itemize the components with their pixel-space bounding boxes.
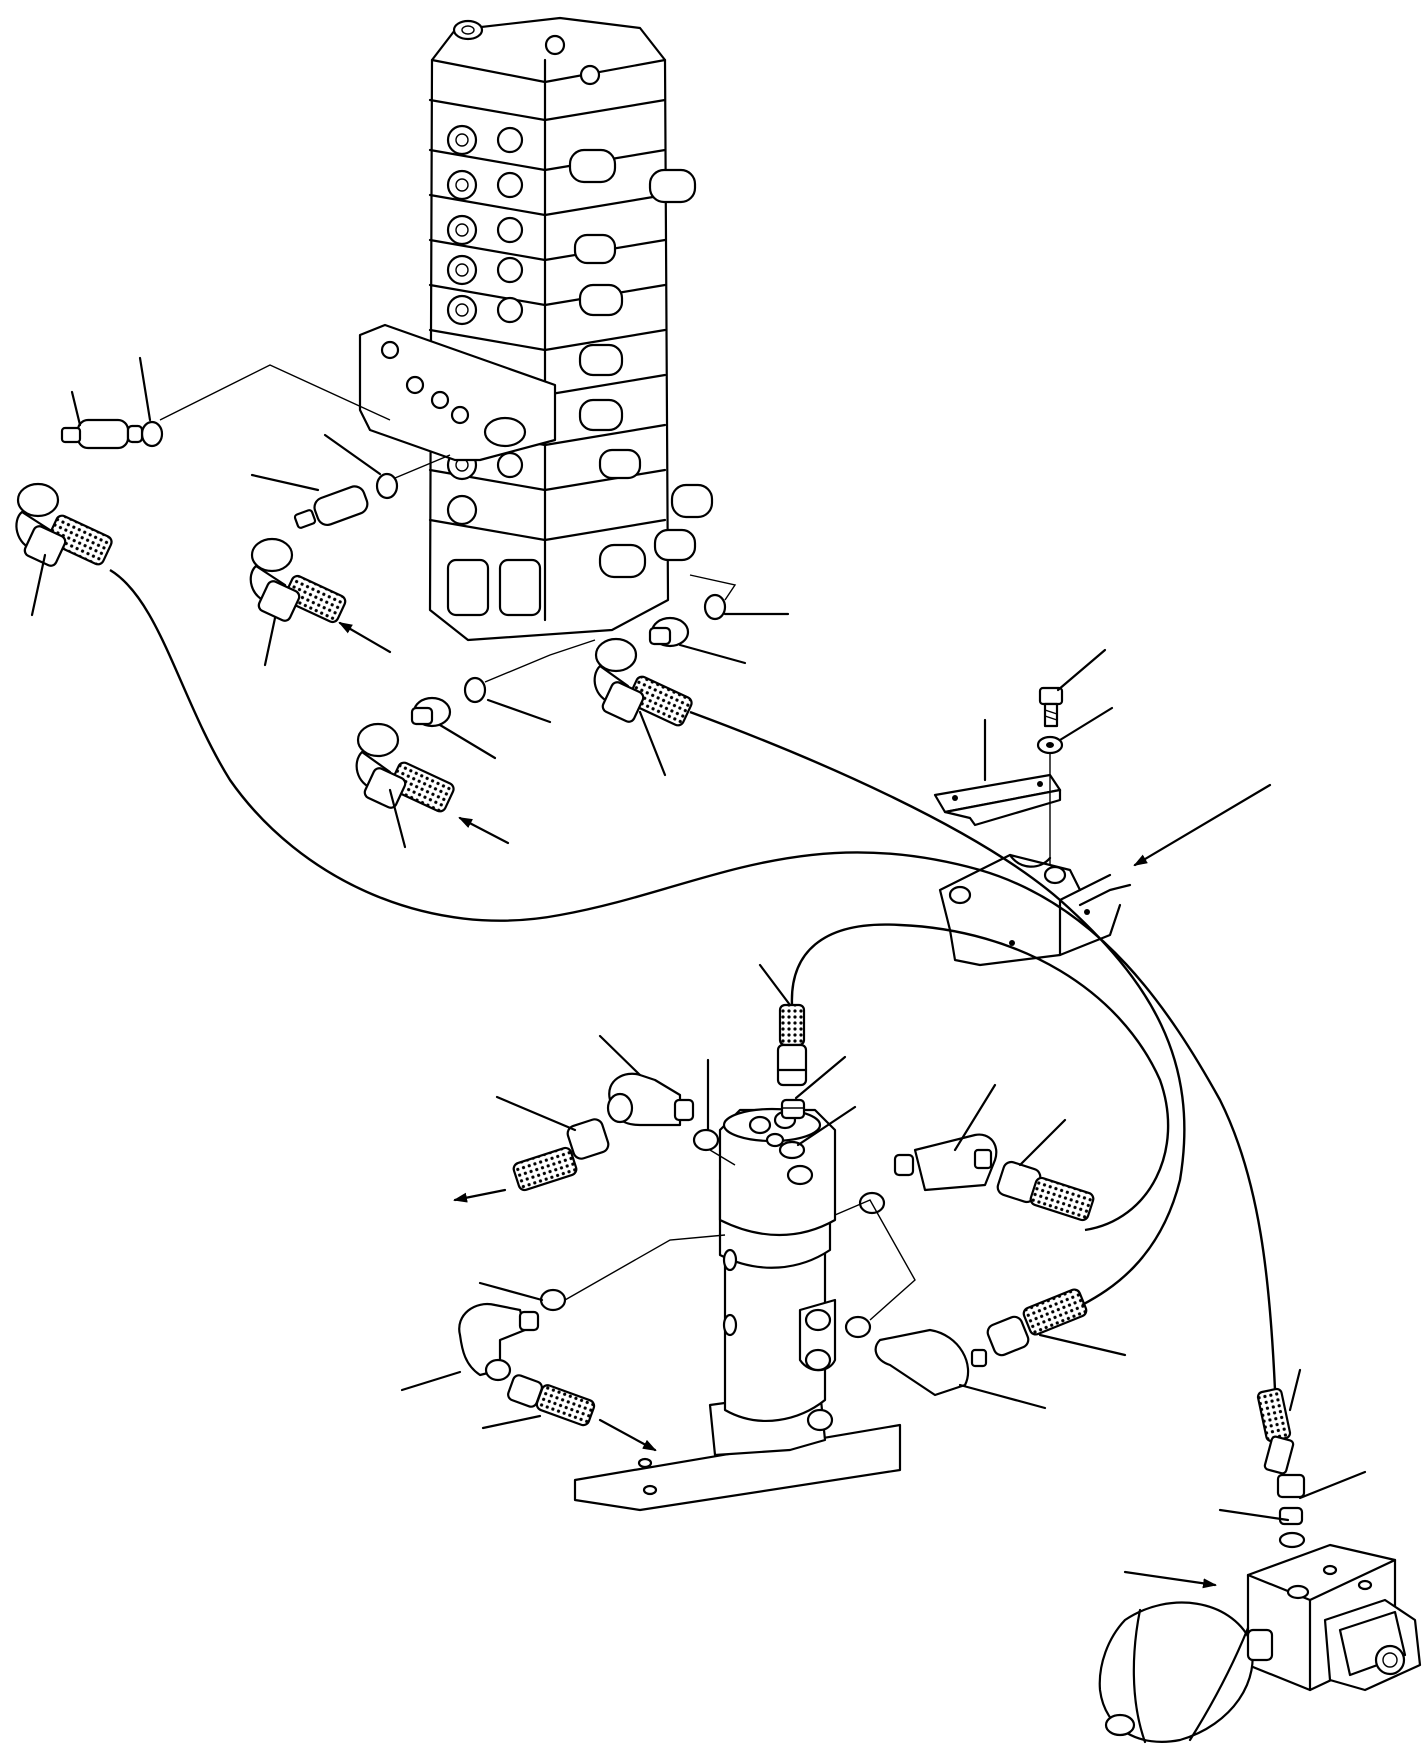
- leader-lines: [30, 356, 1367, 1522]
- elbow-fitting: [458, 1302, 540, 1382]
- hose: [109, 568, 1277, 1391]
- elbow-hose-fitting: [249, 537, 347, 624]
- hose-end: [1256, 1387, 1295, 1475]
- adapter: [780, 1098, 806, 1120]
- elbow-hose-fitting: [355, 722, 455, 813]
- washer: [1036, 735, 1064, 755]
- elbow-fitting: [893, 1133, 998, 1192]
- adapter: [293, 485, 369, 529]
- elbow-hose-fitting: [15, 482, 113, 567]
- accumulator: [1098, 1601, 1274, 1744]
- hose: [790, 923, 1170, 1232]
- hose-fitting: [996, 1160, 1095, 1222]
- hose-fitting: [507, 1374, 596, 1427]
- straight-hose-fitting: [776, 1003, 808, 1087]
- center-lines: [159, 364, 737, 683]
- upper-left-fittings: [15, 418, 399, 624]
- swivel-joint: [573, 1107, 902, 1512]
- hose-fitting: [512, 1118, 610, 1192]
- hoses: [109, 568, 1277, 1391]
- solenoid-valve-assembly: [1098, 1387, 1422, 1744]
- hose: [689, 710, 1186, 1307]
- o-ring: [703, 593, 727, 621]
- o-ring: [539, 1288, 567, 1312]
- adapter: [60, 418, 144, 450]
- o-ring: [140, 420, 164, 448]
- o-ring: [844, 1315, 872, 1339]
- o-ring: [1278, 1531, 1306, 1549]
- mounting-bracket: [938, 853, 1132, 967]
- o-ring: [463, 676, 487, 704]
- swivel-fittings: [453, 1003, 1095, 1452]
- hose-fitting: [986, 1288, 1088, 1357]
- valve-side-block: [358, 323, 557, 462]
- clamp-plate: [933, 773, 1062, 827]
- control-valve: [358, 16, 714, 642]
- o-ring: [858, 1191, 886, 1215]
- elbow-fitting: [606, 1072, 695, 1127]
- direction-arrows: [338, 621, 1272, 1589]
- o-ring: [375, 472, 399, 500]
- elbow-fitting: [874, 1328, 988, 1397]
- elbow-hose-fitting: [593, 637, 693, 727]
- adapter: [410, 696, 452, 728]
- bolt: [1038, 686, 1064, 728]
- adapter: [648, 616, 690, 648]
- o-ring: [778, 1140, 806, 1160]
- solenoid-coil: [1323, 1598, 1422, 1692]
- valve-sections: [428, 98, 714, 617]
- mounting-bracket-assembly: [933, 686, 1132, 967]
- o-ring: [692, 1128, 720, 1152]
- middle-fittings: [355, 593, 727, 813]
